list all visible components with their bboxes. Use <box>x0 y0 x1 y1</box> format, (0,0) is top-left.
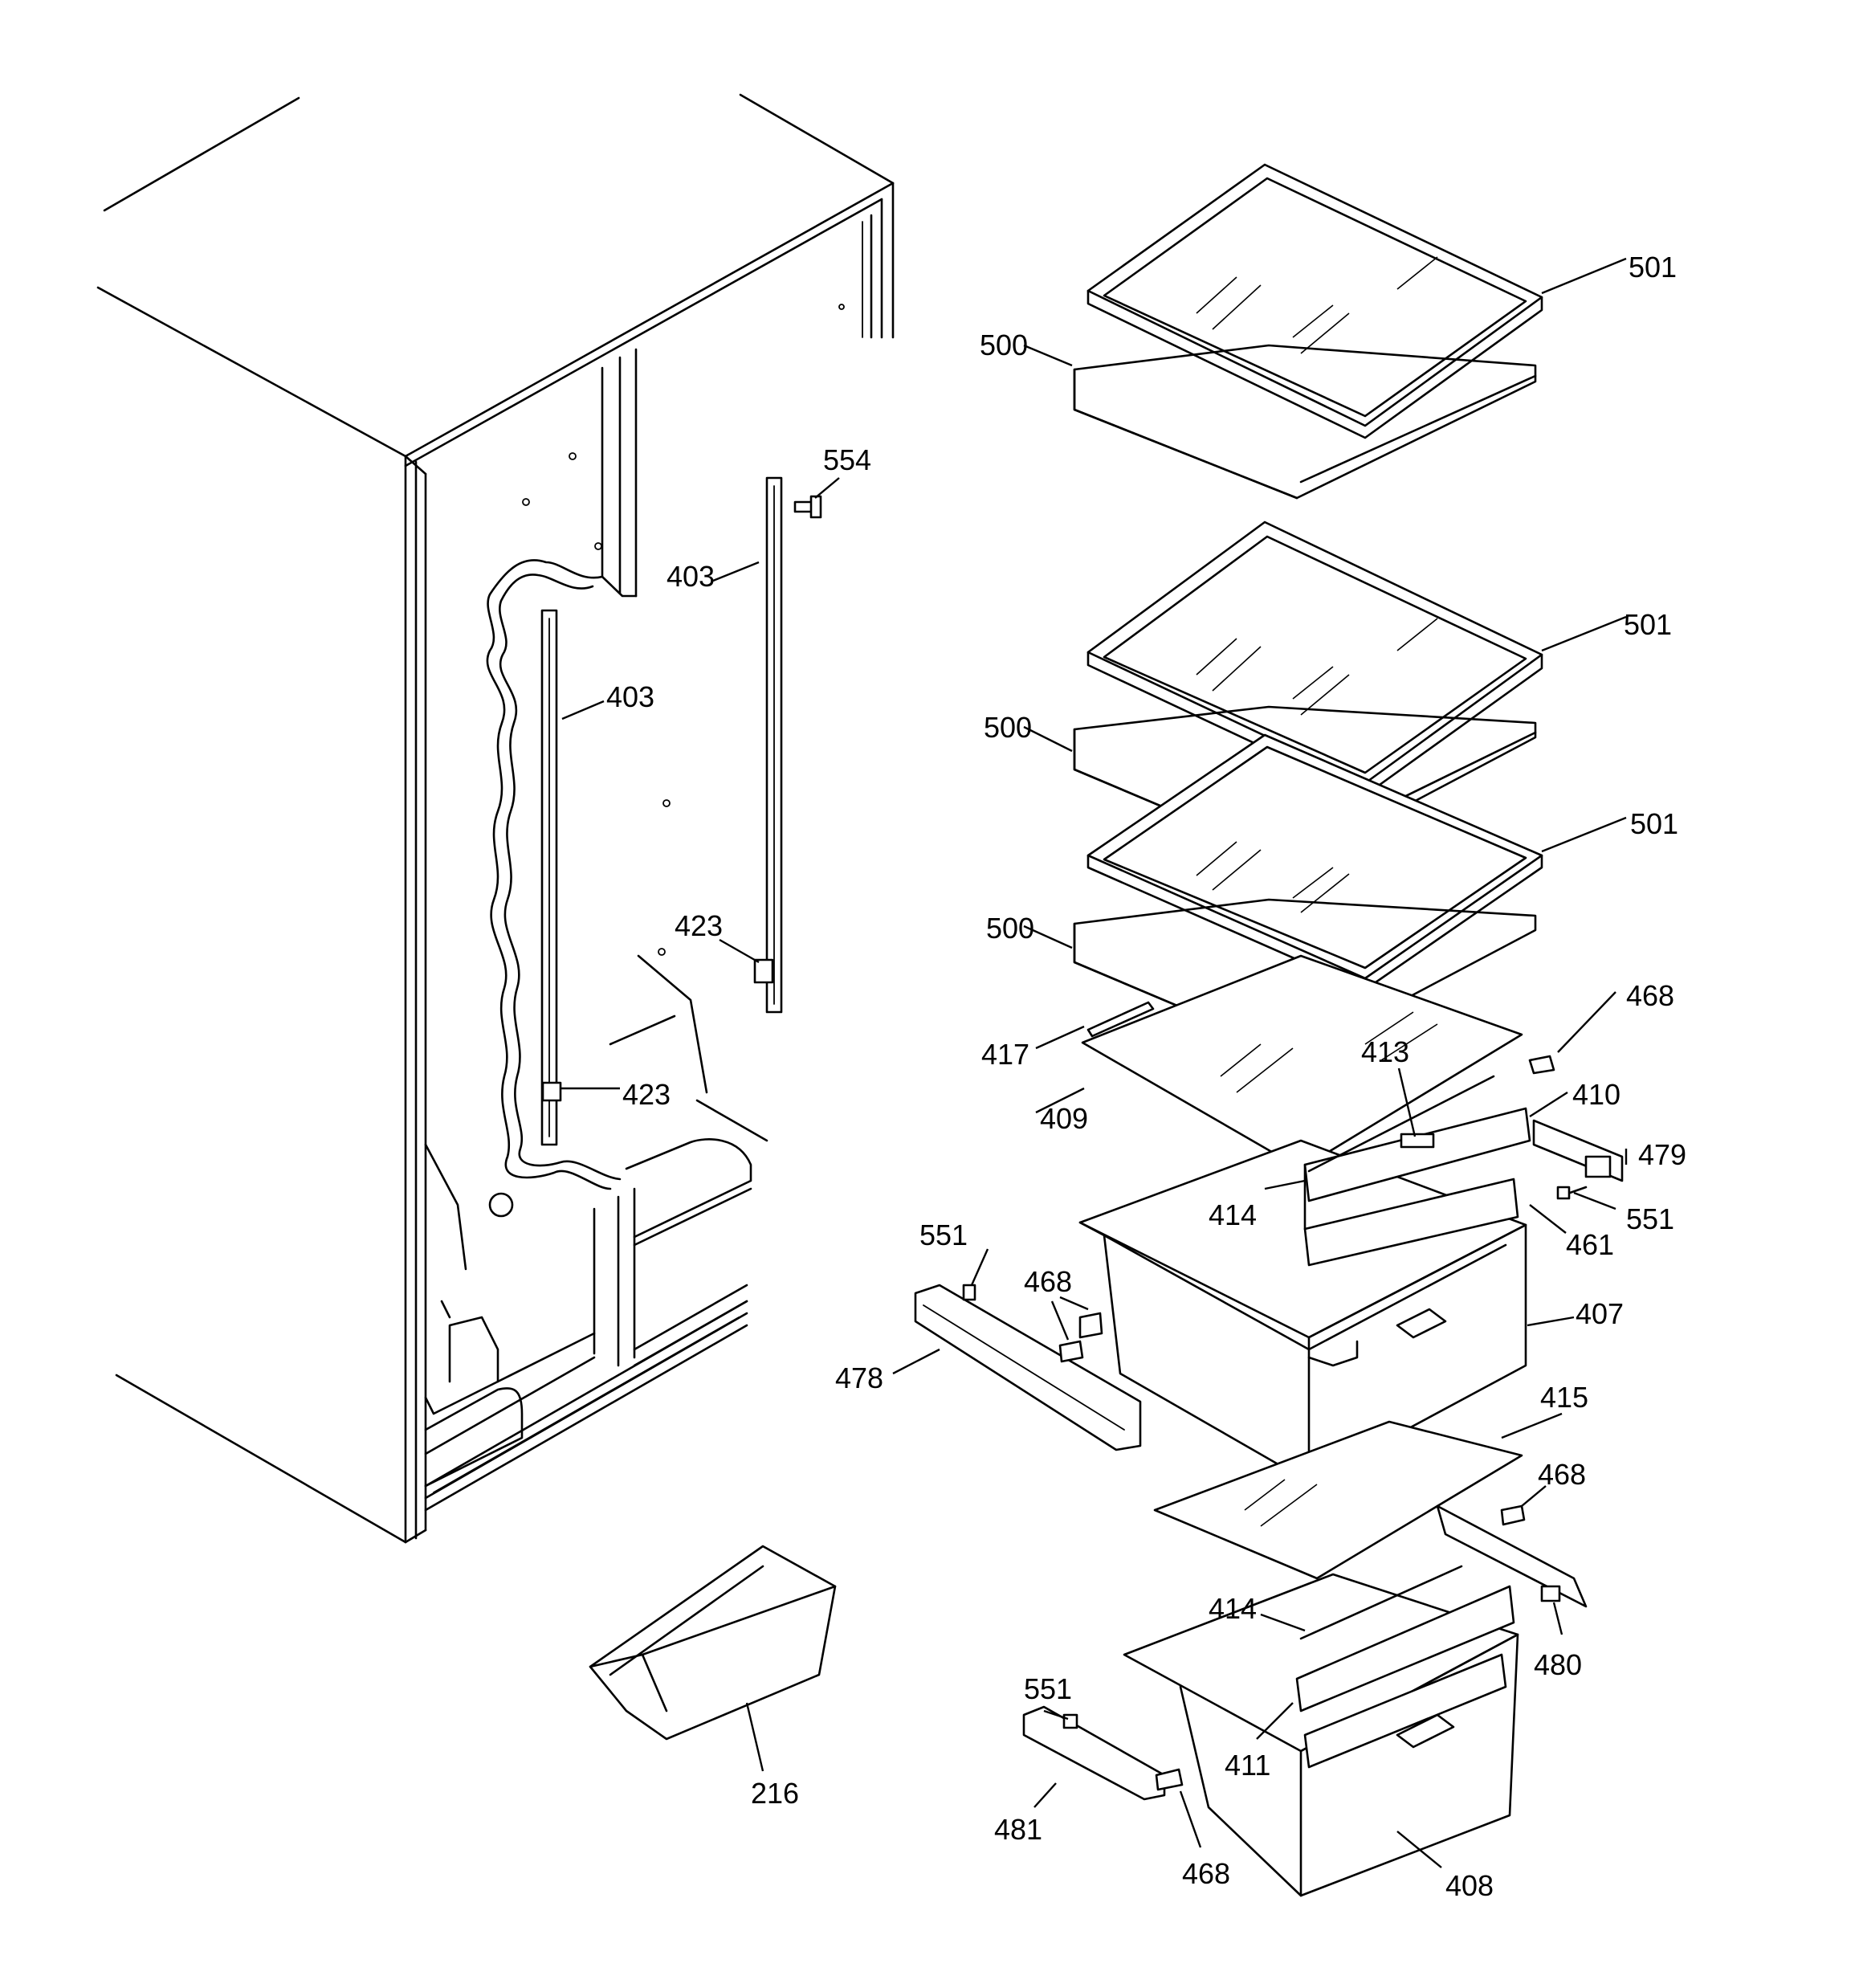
shelf-501-middle <box>1086 520 1543 797</box>
label-501-top: 501 <box>1629 251 1677 284</box>
label-216: 216 <box>751 1777 799 1810</box>
callout-leaders <box>561 257 1628 1868</box>
drawer-408 <box>1123 1573 1519 1897</box>
label-551-right: 551 <box>1626 1202 1674 1235</box>
label-551-left: 551 <box>919 1219 968 1251</box>
screw-554 <box>793 495 822 519</box>
cap-468-lower <box>1155 1768 1184 1791</box>
slide-481 <box>1022 1705 1166 1801</box>
slide-479 <box>1532 1119 1624 1182</box>
cap-468-right-lower <box>1500 1504 1526 1526</box>
shelf-frame-500-top <box>1073 344 1537 500</box>
label-414-upper: 414 <box>1209 1198 1257 1231</box>
label-468-lower: 468 <box>1182 1857 1230 1890</box>
label-423-right: 423 <box>675 909 723 942</box>
label-554: 554 <box>823 443 871 476</box>
callout-labels: 501 500 554 403 403 501 500 501 500 423 … <box>606 251 1686 1902</box>
label-414-lower: 414 <box>1209 1592 1257 1625</box>
label-410: 410 <box>1572 1078 1620 1111</box>
shelf-501-lower <box>1086 733 1543 991</box>
support-bracket-423-left <box>541 1081 562 1102</box>
label-468-left: 468 <box>1024 1265 1072 1298</box>
label-413: 413 <box>1361 1035 1409 1068</box>
slide-478 <box>914 1284 1142 1451</box>
slide-480 <box>1436 1504 1588 1608</box>
label-461: 461 <box>1566 1228 1614 1261</box>
shelf-501-top <box>1086 163 1543 439</box>
label-407: 407 <box>1576 1297 1624 1330</box>
label-500-lower: 500 <box>986 912 1034 945</box>
label-423-left: 423 <box>622 1078 671 1111</box>
label-501-middle: 501 <box>1624 608 1672 641</box>
label-468-upper: 468 <box>1626 979 1674 1012</box>
label-468-right-lower: 468 <box>1538 1458 1586 1491</box>
label-480: 480 <box>1534 1648 1582 1681</box>
label-500-top: 500 <box>980 329 1028 361</box>
screw-551-right <box>1556 1186 1588 1200</box>
refrigerator-cabinet <box>96 93 895 1544</box>
crisper-cover-glass-409 <box>1081 954 1523 1170</box>
label-409: 409 <box>1040 1102 1088 1135</box>
label-481: 481 <box>994 1813 1042 1846</box>
glass-414-lower <box>1299 1565 1463 1640</box>
label-411: 411 <box>1225 1749 1270 1782</box>
label-417: 417 <box>981 1038 1029 1071</box>
label-478: 478 <box>835 1361 883 1394</box>
label-403-left: 403 <box>606 680 654 713</box>
glass-rail-417 <box>1086 1001 1155 1038</box>
glass-414-upper <box>1307 1075 1495 1173</box>
drawer-handle-413 <box>1400 1133 1435 1149</box>
screw-551-lower <box>1062 1713 1078 1729</box>
label-551-lower: 551 <box>1024 1672 1072 1705</box>
screw-551-left <box>962 1284 976 1301</box>
label-500-middle: 500 <box>984 711 1032 744</box>
cap-468-right-upper <box>1528 1055 1555 1075</box>
label-408: 408 <box>1445 1869 1494 1902</box>
label-403-right: 403 <box>667 560 715 593</box>
door-bin-216 <box>589 1545 837 1741</box>
crisper-cover-glass-415 <box>1153 1420 1523 1580</box>
shelf-support-rail-left <box>540 609 558 1146</box>
label-415: 415 <box>1540 1381 1588 1414</box>
crisper-drawer-407 <box>1078 1139 1527 1484</box>
shelf-support-rail-right <box>765 476 783 1014</box>
support-bracket-423-right <box>753 958 774 984</box>
drawer-front-410-461 <box>1303 1107 1531 1267</box>
cap-468-left-pair <box>1058 1312 1103 1363</box>
label-479: 479 <box>1638 1138 1686 1171</box>
label-501-lower: 501 <box>1630 807 1678 840</box>
